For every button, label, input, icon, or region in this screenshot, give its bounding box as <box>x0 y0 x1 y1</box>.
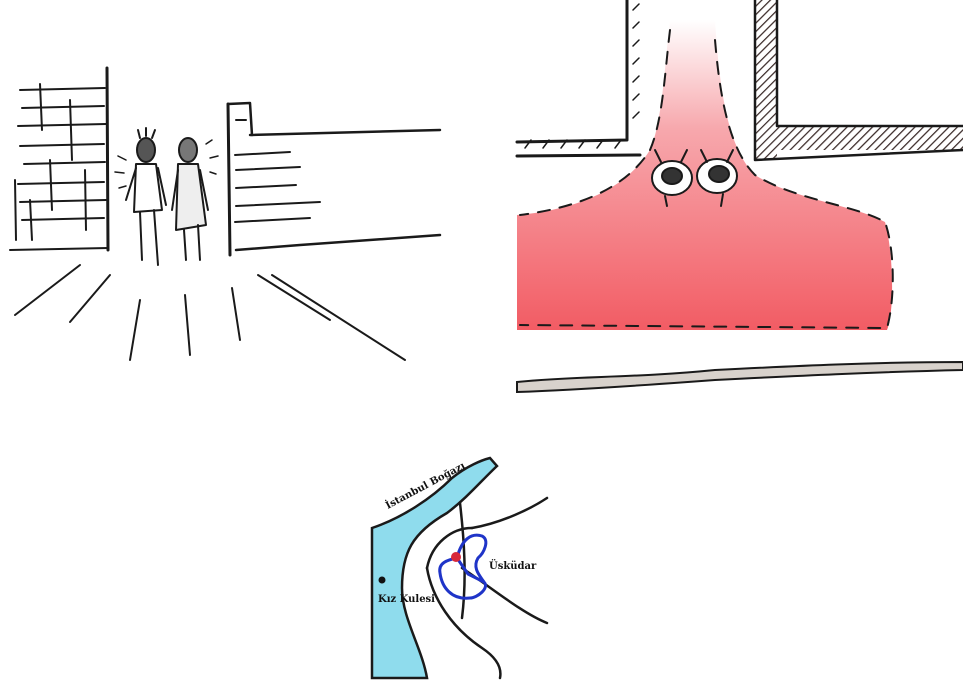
street-edge <box>517 362 963 392</box>
location-map: İstanbul Boğazı Üsküdar Kız Kulesi <box>372 458 572 678</box>
walking-route <box>440 535 486 598</box>
plan-sketch <box>515 0 963 395</box>
location-dot <box>451 552 461 562</box>
right-wall-horizontal <box>777 126 963 150</box>
left-building <box>10 68 108 250</box>
street-sketch <box>0 60 450 380</box>
left-wall-hatching <box>525 4 639 148</box>
left-wall-inner <box>517 155 640 156</box>
tower-label: Kız Kulesi <box>378 594 435 605</box>
plan-sketch-drawing <box>515 0 963 395</box>
figure-left <box>126 128 166 265</box>
right-building <box>228 103 440 255</box>
tower-dot <box>379 577 386 584</box>
ground-lines <box>15 265 405 360</box>
left-wall <box>517 0 627 142</box>
district-label: Üsküdar <box>489 561 536 572</box>
figure-right <box>172 138 208 260</box>
street-sketch-drawing <box>0 60 450 380</box>
right-wall-vertical <box>755 0 777 160</box>
